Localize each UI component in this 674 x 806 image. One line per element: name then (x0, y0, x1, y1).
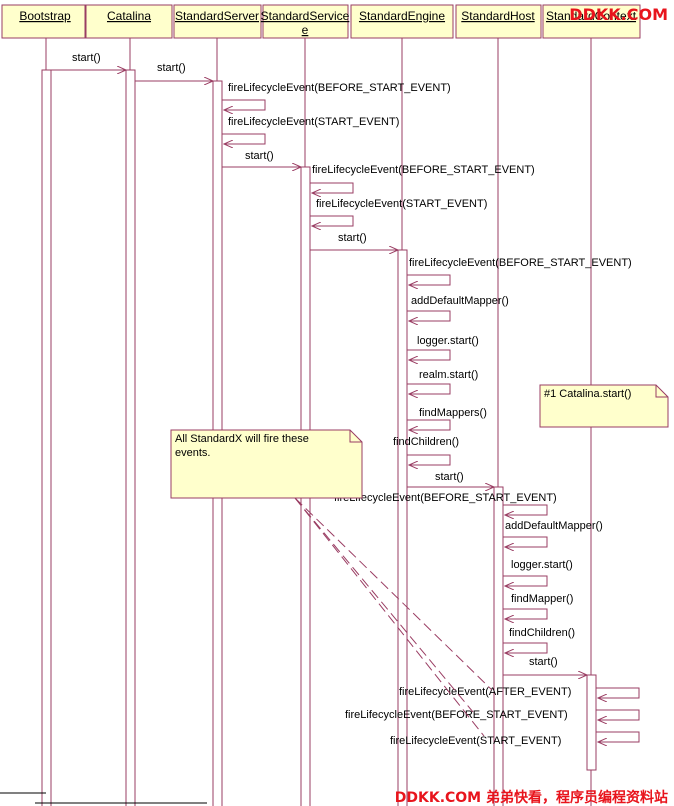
self-message-arrow (407, 383, 451, 394)
message-label: start() (338, 232, 367, 244)
message-label: fireLifecycleEvent(START_EVENT) (228, 116, 399, 128)
note-standardx-events: All StandardX will fire these events. (170, 429, 363, 499)
message-labels: start() start() fireLifecycleEvent(BEFOR… (72, 52, 632, 747)
self-message-arrow (310, 182, 354, 193)
message-label: fireLifecycleEvent(BEFORE_START_EVENT) (409, 257, 632, 269)
self-message-arrow (407, 349, 451, 360)
participant-standard-service-label: StandardService (261, 9, 350, 23)
message-label: fireLifecycleEvent(START_EVENT) (390, 735, 561, 747)
message-label: realm.start() (419, 369, 478, 381)
self-message-arrow (503, 575, 548, 586)
watermark-bottom: DDKK.COM 弟弟快看，程序员编程资料站 (395, 789, 668, 806)
message-label: fireLifecycleEvent(BEFORE_START_EVENT) (312, 164, 535, 176)
message-label: findMapper() (511, 593, 573, 605)
message-label: fireLifecycleEvent(BEFORE_START_EVENT) (228, 82, 451, 94)
self-message-arrow (407, 454, 451, 465)
participant-standard-engine: StandardEngine (350, 4, 454, 39)
message-label: addDefaultMapper() (505, 520, 603, 532)
note-standardx-events-line1: All StandardX will fire these (175, 433, 309, 445)
participant-standard-service-label-2: e (302, 23, 309, 37)
participant-bootstrap-label: Bootstrap (19, 9, 71, 23)
self-message-arrow (596, 687, 640, 698)
self-message-arrow (222, 99, 266, 110)
self-message-arrow (503, 642, 548, 653)
self-message-arrow (503, 608, 548, 619)
note-anchor-line (294, 497, 474, 713)
activation-standard-host (493, 486, 504, 806)
watermark-top: DDKK.COM (569, 5, 668, 24)
participant-catalina-label: Catalina (107, 9, 151, 23)
self-message-arrow (222, 133, 266, 144)
self-message-arrow (503, 536, 548, 547)
message-label: fireLifecycleEvent(START_EVENT) (316, 198, 487, 210)
message-label: start() (435, 471, 464, 483)
note-catalina-start: #1 Catalina.start() (539, 384, 669, 428)
message-label: start() (72, 52, 101, 64)
message-label: findChildren() (509, 627, 575, 639)
participant-standard-host: StandardHost (455, 4, 542, 39)
participant-standard-engine-label: StandardEngine (359, 9, 445, 23)
note-standardx-events-line2: events. (175, 447, 210, 459)
self-message-arrow (407, 310, 451, 321)
message-label: logger.start() (511, 559, 573, 571)
participant-catalina: Catalina (85, 4, 173, 39)
participant-standard-host-label: StandardHost (461, 9, 535, 23)
activation-standard-context (586, 674, 597, 771)
self-message-arrow (596, 731, 640, 742)
message-label: findChildren() (393, 436, 459, 448)
note-anchor-line (294, 497, 485, 737)
activation-bootstrap (41, 69, 52, 806)
message-label: findMappers() (419, 407, 487, 419)
self-message-arrow (596, 709, 640, 720)
activation-standard-engine (397, 249, 408, 806)
participant-standard-service: StandardService e (261, 4, 350, 39)
message-label: fireLifecycleEvent(AFTER_EVENT) (399, 686, 571, 698)
self-message-arrow (407, 419, 451, 430)
participant-standard-server: StandardServer (173, 4, 262, 39)
participant-standard-server-label: StandardServer (175, 9, 259, 23)
self-message-arrow (503, 504, 548, 515)
message-label: fireLifecycleEvent(BEFORE_START_EVENT) (345, 709, 568, 721)
self-message-arrow (310, 215, 354, 226)
note-anchor-lines (294, 497, 493, 737)
participant-headers: Bootstrap Catalina StandardServer Standa… (1, 4, 641, 39)
note-anchor-line (294, 497, 493, 691)
message-label: fireLifecycleEvent(BEFORE_START_EVENT) (334, 492, 557, 504)
activation-catalina (125, 69, 136, 806)
bottom-edge-lines (0, 792, 207, 804)
self-message-arrow (407, 274, 451, 285)
message-label: logger.start() (417, 335, 479, 347)
participant-standard-context-label: StandardContext (546, 9, 637, 23)
message-label: start() (245, 150, 274, 162)
messages (51, 70, 640, 742)
participant-bootstrap: Bootstrap (1, 4, 86, 39)
message-label: start() (157, 62, 186, 74)
message-label: start() (529, 656, 558, 668)
participant-standard-context: StandardContext (542, 4, 641, 39)
message-label: addDefaultMapper() (411, 295, 509, 307)
note-catalina-start-text: #1 Catalina.start() (544, 388, 631, 400)
